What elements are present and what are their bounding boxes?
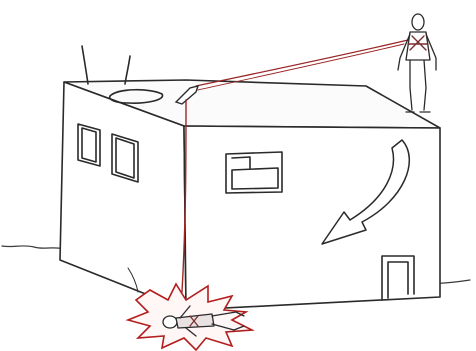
fallen-figure-head <box>163 316 177 328</box>
person-head <box>412 14 424 30</box>
